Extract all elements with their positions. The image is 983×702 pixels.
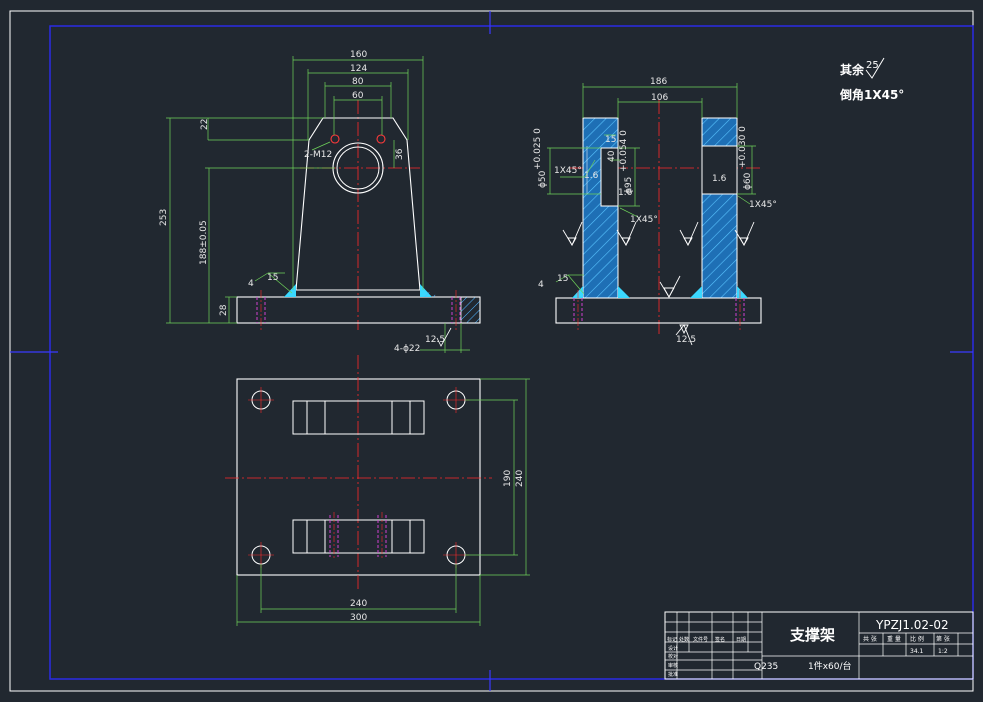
- side-finish-12-5: 12.5: [676, 335, 696, 345]
- bore-right: ϕ60: [743, 172, 753, 190]
- title-block: YPZJ1.02-02 支撑架 Q235 1件x60/台 共 张 重 量 比 例…: [664, 611, 974, 680]
- dim-124: 124: [350, 64, 367, 74]
- rev-header-2: 文件号: [693, 636, 708, 643]
- part-name: 支撑架: [789, 626, 835, 644]
- col-scale: 比 例: [910, 635, 924, 643]
- rev-header-0: 标记: [667, 636, 677, 643]
- chamfer-c: 1X45°: [749, 200, 777, 210]
- weld-size-4: 4: [248, 279, 254, 289]
- dim-60: 60: [352, 91, 364, 101]
- role-1: 校对: [668, 653, 678, 660]
- bore-right-tol: +0.030 0: [738, 126, 748, 168]
- page-text: 第 张: [936, 635, 950, 643]
- dim-106: 106: [651, 93, 668, 103]
- rough-a: 1.6: [584, 171, 599, 181]
- dim-80: 80: [352, 77, 364, 87]
- rest-finish: 25: [866, 60, 879, 71]
- side-weld-15: 15: [557, 274, 568, 284]
- drawing-number: YPZJ1.02-02: [875, 618, 949, 632]
- sheet-border: [9, 10, 974, 692]
- weld-length-15: 15: [267, 273, 278, 283]
- rough-b: 1.6: [618, 188, 633, 198]
- dim-240-horizontal: 240: [350, 599, 367, 609]
- rest-label: 其余: [840, 62, 865, 77]
- general-notes: 其余 25 倒角1X45°: [839, 57, 904, 102]
- bore-mid: ϕ95: [624, 177, 634, 194]
- role-2: 审核: [668, 662, 678, 669]
- top-view: 190 240 240 300: [225, 355, 530, 626]
- role-0: 设计: [668, 645, 678, 652]
- dim-160: 160: [350, 50, 367, 60]
- dim-240-vertical: 240: [515, 470, 525, 487]
- holes-label: 4-ϕ22: [394, 344, 420, 354]
- rough-c: 1.6: [712, 174, 727, 184]
- scale-value: 1:2: [938, 648, 948, 655]
- dim-15: 15: [605, 135, 616, 145]
- bore-mid-tol: +0.054 0: [619, 130, 629, 172]
- dim-186: 186: [650, 77, 667, 87]
- bore-left-tol: +0.025 0: [533, 128, 543, 170]
- thread-label: 2-M12: [304, 150, 332, 160]
- front-view: 160 124 80 60 22 253 188±0.05 28 36 2-M1…: [159, 50, 481, 354]
- finish-12-5: 12.5: [425, 335, 445, 345]
- side-weld-4: 4: [538, 280, 544, 290]
- dim-300: 300: [350, 613, 367, 623]
- dim-40: 40: [607, 150, 617, 162]
- chamfer-a: 1X45°: [554, 166, 582, 176]
- chamfer-b: 1X45°: [630, 215, 658, 225]
- dim-22: 22: [200, 119, 210, 130]
- material: Q235: [754, 662, 778, 672]
- quantity: 1件x60/台: [808, 660, 852, 672]
- dim-28: 28: [219, 304, 229, 316]
- side-view: 186 106 15 40 ϕ50 +0.025 0 ϕ95 +0.054 0 …: [533, 77, 777, 346]
- rev-header-1: 处数: [679, 636, 689, 643]
- col-weight: 重 量: [887, 635, 901, 643]
- bore-left: ϕ50: [538, 170, 548, 188]
- col-count: 共 张: [863, 635, 877, 643]
- dim-253: 253: [159, 209, 169, 226]
- weight-value: 34.1: [910, 648, 924, 655]
- dim-188: 188±0.05: [199, 220, 209, 265]
- chamfer-note: 倒角1X45°: [839, 87, 904, 102]
- dim-190: 190: [503, 470, 513, 487]
- rev-header-4: 日期: [736, 637, 746, 643]
- role-3: 批准: [668, 671, 678, 678]
- dim-36: 36: [395, 148, 405, 160]
- rev-header-3: 签名: [715, 636, 725, 643]
